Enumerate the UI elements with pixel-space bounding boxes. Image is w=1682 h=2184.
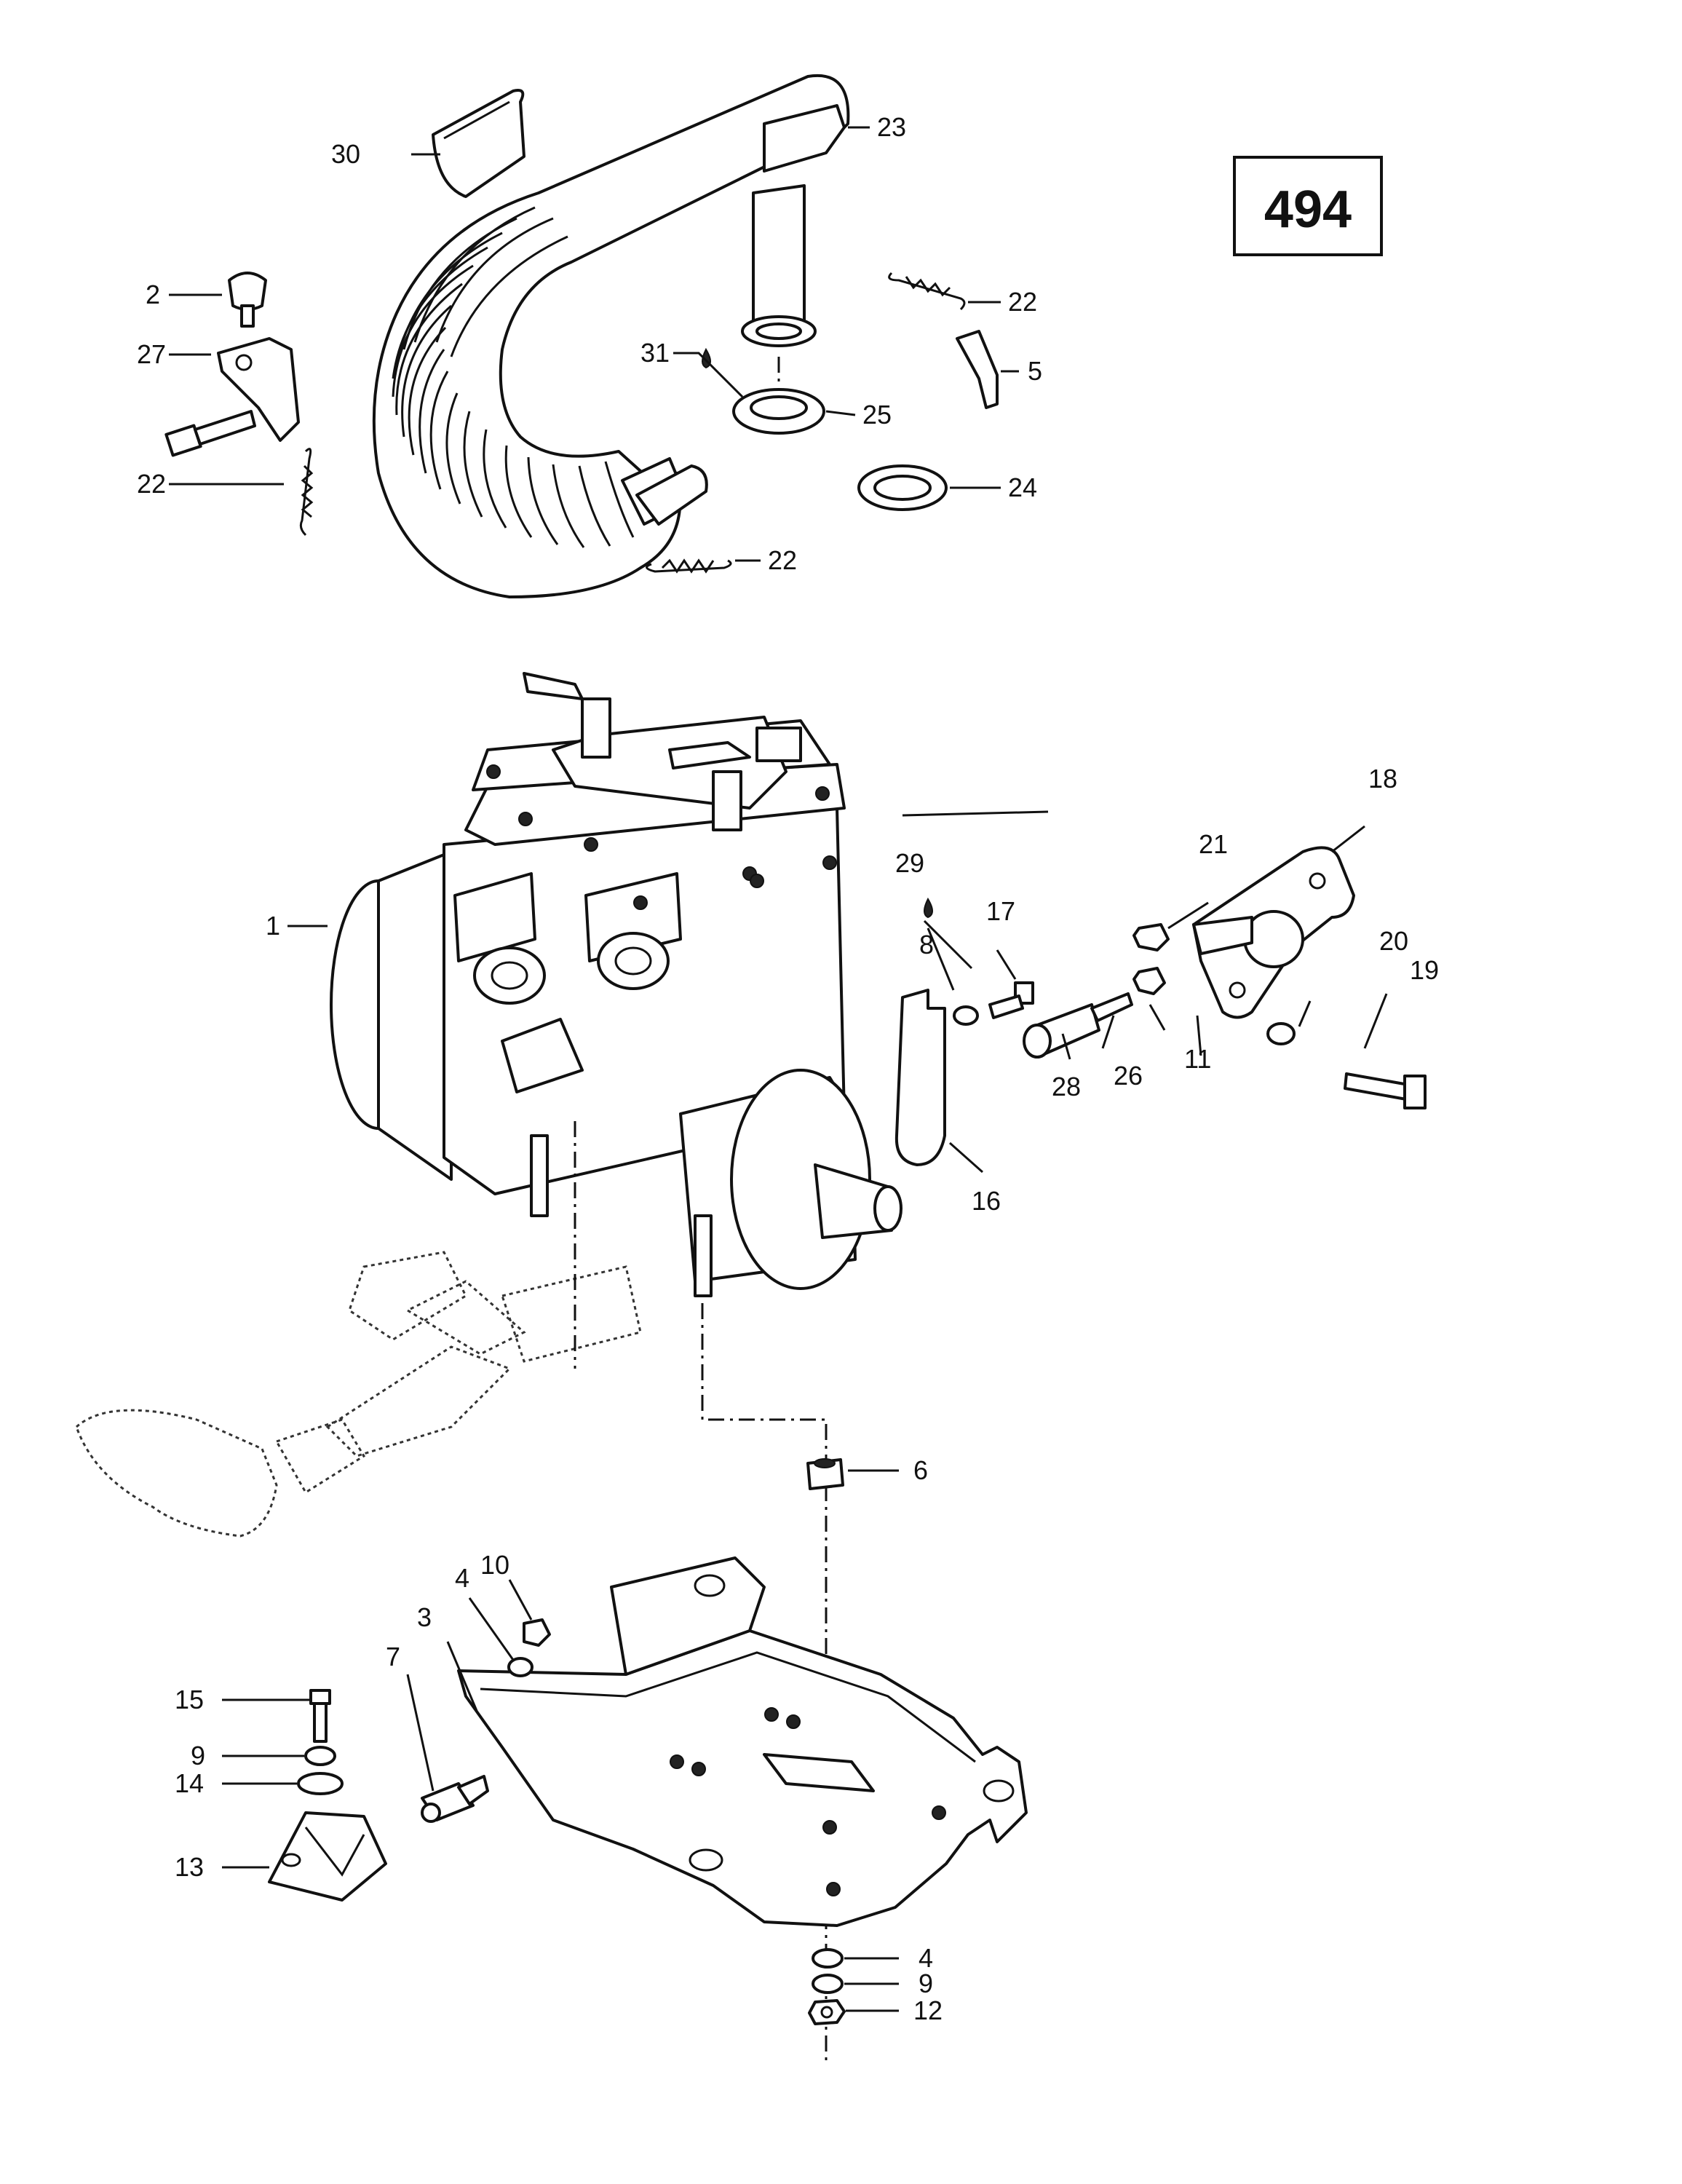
label-16: 16: [972, 1186, 1001, 1216]
label-27: 27: [137, 339, 166, 369]
engine-mount-plate: [457, 1556, 1028, 1927]
label-7: 7: [386, 1642, 400, 1671]
label-15: 15: [175, 1685, 204, 1714]
label-1: 1: [266, 911, 280, 941]
label-23: 23: [877, 112, 906, 142]
stud-part-7: [421, 1775, 489, 1823]
bolt-part-19: [1344, 1072, 1427, 1109]
clip-part-5: [956, 330, 999, 409]
label-2: 2: [146, 280, 160, 309]
plate-part-16: [894, 989, 946, 1166]
bracket-part-18: [1192, 846, 1355, 1019]
reference-number: 494: [1264, 181, 1352, 239]
heat-shield-part-30: [432, 89, 525, 198]
label-9-left: 9: [191, 1741, 205, 1770]
nut-part-6: [806, 1458, 844, 1490]
label-28: 28: [1052, 1072, 1081, 1101]
washer-part-4-lower: [812, 1948, 844, 1969]
label-19: 19: [1410, 955, 1439, 985]
label-9-lower: 9: [919, 1969, 933, 1998]
label-18: 18: [1368, 764, 1397, 794]
reference-number-box: 494: [1233, 156, 1383, 256]
nut-part-11: [1132, 967, 1166, 995]
bracket-part-27: [217, 337, 300, 442]
exhaust-pipe: [372, 74, 850, 598]
washer-part-9-left: [304, 1746, 336, 1766]
washer-part-14: [297, 1772, 344, 1795]
washer-part-4-upper: [507, 1657, 533, 1677]
label-13: 13: [175, 1852, 204, 1882]
bolt-part-15: [309, 1689, 331, 1743]
spacer-part-28-26: [1023, 992, 1133, 1059]
label-30: 30: [331, 139, 360, 169]
label-31: 31: [640, 338, 670, 368]
label-26: 26: [1114, 1061, 1143, 1091]
label-22-right: 22: [1008, 287, 1037, 317]
mount-part-13: [268, 1811, 387, 1902]
label-4-upper: 4: [455, 1563, 469, 1593]
label-12: 12: [913, 1995, 943, 2025]
nut-part-10: [523, 1618, 551, 1647]
washer-part-8: [953, 1005, 979, 1026]
label-3: 3: [417, 1602, 432, 1632]
label-10: 10: [480, 1550, 509, 1580]
label-29: 29: [895, 848, 924, 878]
washer-part-20: [1266, 1022, 1296, 1045]
washer-part-9-lower: [812, 1974, 844, 1994]
bolt-part-17: [988, 981, 1034, 1019]
exhaust-manifold-ghost: [75, 1251, 642, 1538]
engine-part-1: [330, 672, 903, 1297]
label-24: 24: [1008, 472, 1037, 502]
grommet-part-25: [732, 388, 825, 435]
spring-part-22-right: [888, 272, 966, 311]
bolt: [164, 410, 256, 457]
label-8: 8: [919, 930, 934, 960]
label-25: 25: [862, 400, 892, 430]
drop-part-29: [924, 897, 933, 919]
label-20: 20: [1379, 926, 1408, 956]
leader-lines: [169, 126, 1388, 2012]
label-14: 14: [175, 1768, 204, 1798]
label-11: 11: [1184, 1044, 1211, 1074]
rubber-cap-part-2: [228, 272, 267, 328]
label-4-lower: 4: [919, 1943, 933, 1973]
spring-part-22-left: [299, 448, 314, 537]
label-22-bottom: 22: [768, 545, 797, 575]
spring-part-22-bottom: [646, 558, 732, 574]
nut-part-12: [808, 1999, 846, 2025]
ring-part-24: [857, 464, 948, 511]
label-5: 5: [1028, 356, 1042, 386]
label-17: 17: [986, 896, 1015, 926]
part-labels: 23 30 2 27 22 22 5 31 25 24 22 1 29 17 8…: [137, 112, 1439, 2025]
label-21: 21: [1199, 829, 1228, 859]
nut-part-21: [1132, 923, 1170, 951]
label-22-left: 22: [137, 469, 166, 499]
label-6: 6: [913, 1455, 928, 1485]
